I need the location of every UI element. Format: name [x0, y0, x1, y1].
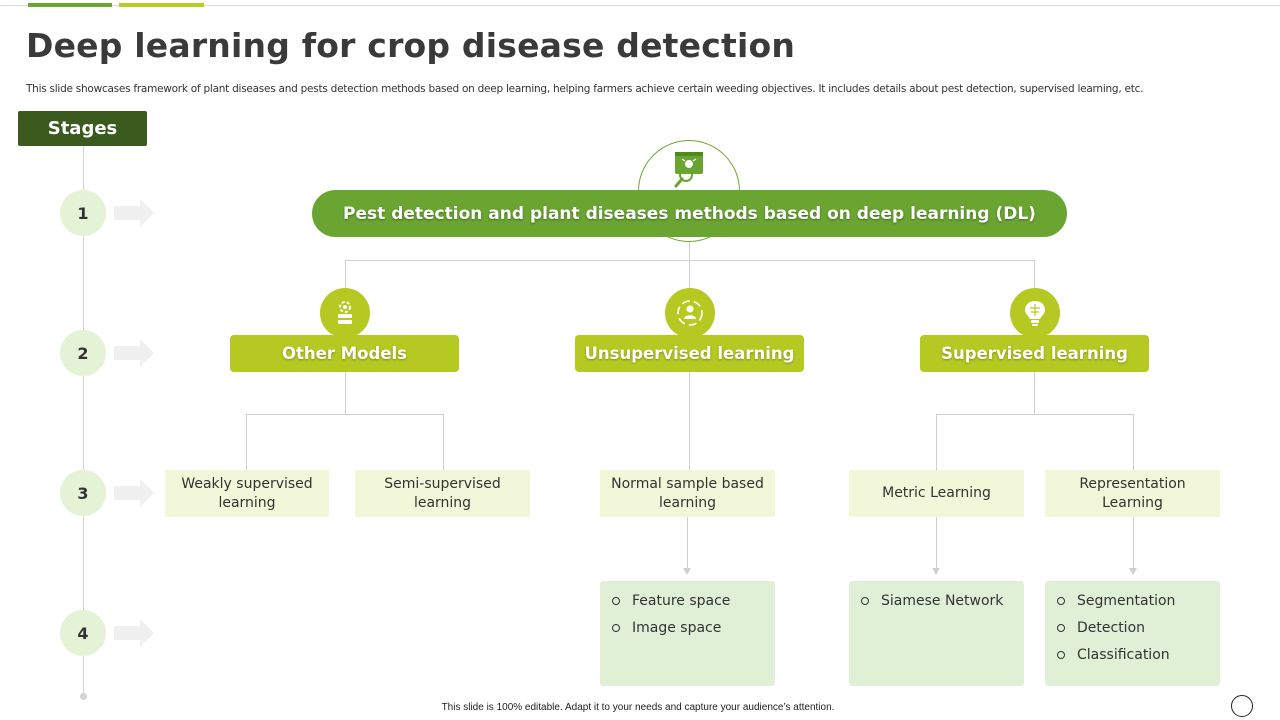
arrow-down-icon	[683, 568, 691, 575]
list-item: Image space	[610, 614, 775, 641]
arrow-right-icon	[114, 479, 154, 507]
stages-timeline	[83, 146, 84, 696]
bullet-icon	[1057, 596, 1065, 605]
arrow-down-icon	[932, 568, 940, 575]
stage-number-1: 1	[60, 190, 106, 236]
settings-database-icon	[338, 301, 352, 324]
footer-note: This slide is 100% editable. Adapt it to…	[441, 702, 835, 713]
connector-line	[687, 517, 688, 569]
connector-line	[246, 414, 444, 415]
leaf-representation-learning: Representation Learning	[1045, 470, 1220, 517]
connector-line	[936, 517, 937, 569]
leaf-metric-learning: Metric Learning	[849, 470, 1024, 517]
connector-line	[345, 372, 346, 414]
connector-line	[345, 260, 346, 290]
arrow-right-icon	[114, 619, 154, 647]
stage-number-2: 2	[60, 330, 106, 376]
connector-line	[1034, 260, 1035, 290]
list-item: Classification	[1055, 641, 1220, 668]
category-icon-circle	[665, 288, 715, 338]
arrow-right-icon	[114, 339, 154, 367]
connector-line	[1133, 517, 1134, 569]
bullet-icon	[612, 596, 620, 605]
pest-detection-icon	[674, 152, 703, 188]
arrow-down-icon	[1129, 568, 1137, 575]
stage-number-3: 3	[60, 470, 106, 516]
connector-line	[936, 414, 937, 470]
connector-line	[936, 414, 1134, 415]
leaf-semi-supervised: Semi-supervised learning	[355, 470, 530, 517]
main-method-pill: Pest detection and plant diseases method…	[312, 190, 1067, 237]
category-icon-circle	[320, 288, 370, 338]
leaf-normal-sample: Normal sample based learning	[600, 470, 775, 517]
leaf-weakly-supervised: Weakly supervised learning	[165, 470, 329, 517]
detail-box-metric-learning: Siamese Network	[849, 581, 1024, 686]
detail-box-normal-sample: Feature space Image space	[600, 581, 775, 686]
circle-icon	[1231, 695, 1253, 717]
category-other-models: Other Models	[230, 335, 459, 372]
list-item: Segmentation	[1055, 587, 1220, 614]
connector-line	[345, 260, 1035, 261]
category-icon-circle	[1010, 288, 1060, 338]
connector-line	[443, 414, 444, 470]
category-supervised-learning: Supervised learning	[920, 335, 1149, 372]
list-item: Feature space	[610, 587, 775, 614]
detail-box-representation-learning: Segmentation Detection Classification	[1045, 581, 1220, 686]
arrow-right-icon	[114, 199, 154, 227]
connector-line	[689, 237, 690, 260]
bullet-icon	[1057, 623, 1065, 632]
connector-line	[689, 260, 690, 290]
top-divider	[0, 5, 1280, 6]
stage-number-4: 4	[60, 610, 106, 656]
connector-line	[1133, 414, 1134, 470]
category-unsupervised-learning: Unsupervised learning	[575, 335, 804, 372]
bullet-icon	[861, 596, 869, 605]
stages-header: Stages	[18, 111, 147, 146]
page-subtitle: This slide showcases framework of plant …	[26, 83, 1144, 95]
bullet-icon	[612, 623, 620, 632]
list-item: Siamese Network	[859, 587, 1024, 614]
connector-line	[1034, 372, 1035, 414]
page-title: Deep learning for crop disease detection	[26, 26, 796, 65]
top-accent-green	[28, 3, 112, 7]
connector-line	[689, 372, 690, 470]
brain-bulb-icon	[1025, 301, 1045, 326]
person-cycle-icon	[677, 300, 703, 326]
top-accent-lime	[119, 3, 204, 7]
connector-line	[246, 414, 247, 470]
list-item: Detection	[1055, 614, 1220, 641]
timeline-end-dot	[80, 693, 87, 700]
bullet-icon	[1057, 650, 1065, 659]
